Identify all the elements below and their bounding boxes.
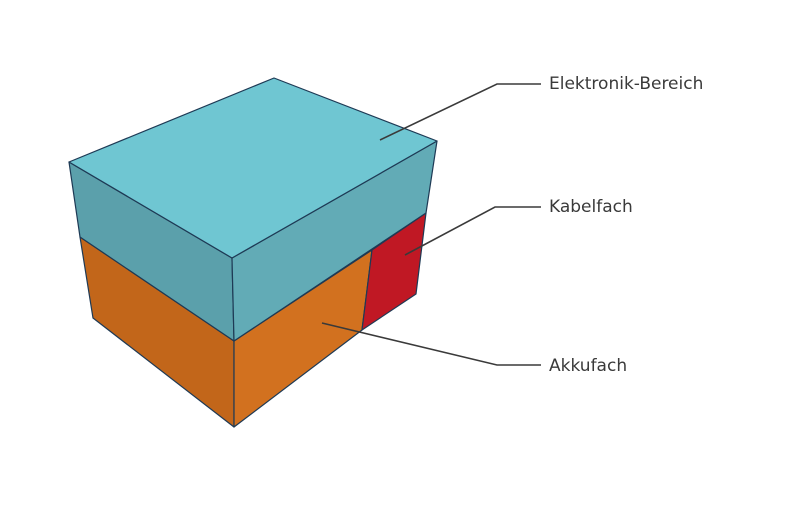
cable-leader-line: [404, 206, 541, 256]
battery-label: Akkufach: [549, 356, 627, 376]
electronics-label: Elektronik-Bereich: [549, 74, 703, 94]
electronics-top-face: [68, 77, 438, 259]
battery-leader-line: [321, 322, 541, 366]
cable-label: Kabelfach: [549, 197, 633, 217]
electronics-leader-line: [379, 83, 541, 141]
electronics-area: [68, 77, 438, 342]
